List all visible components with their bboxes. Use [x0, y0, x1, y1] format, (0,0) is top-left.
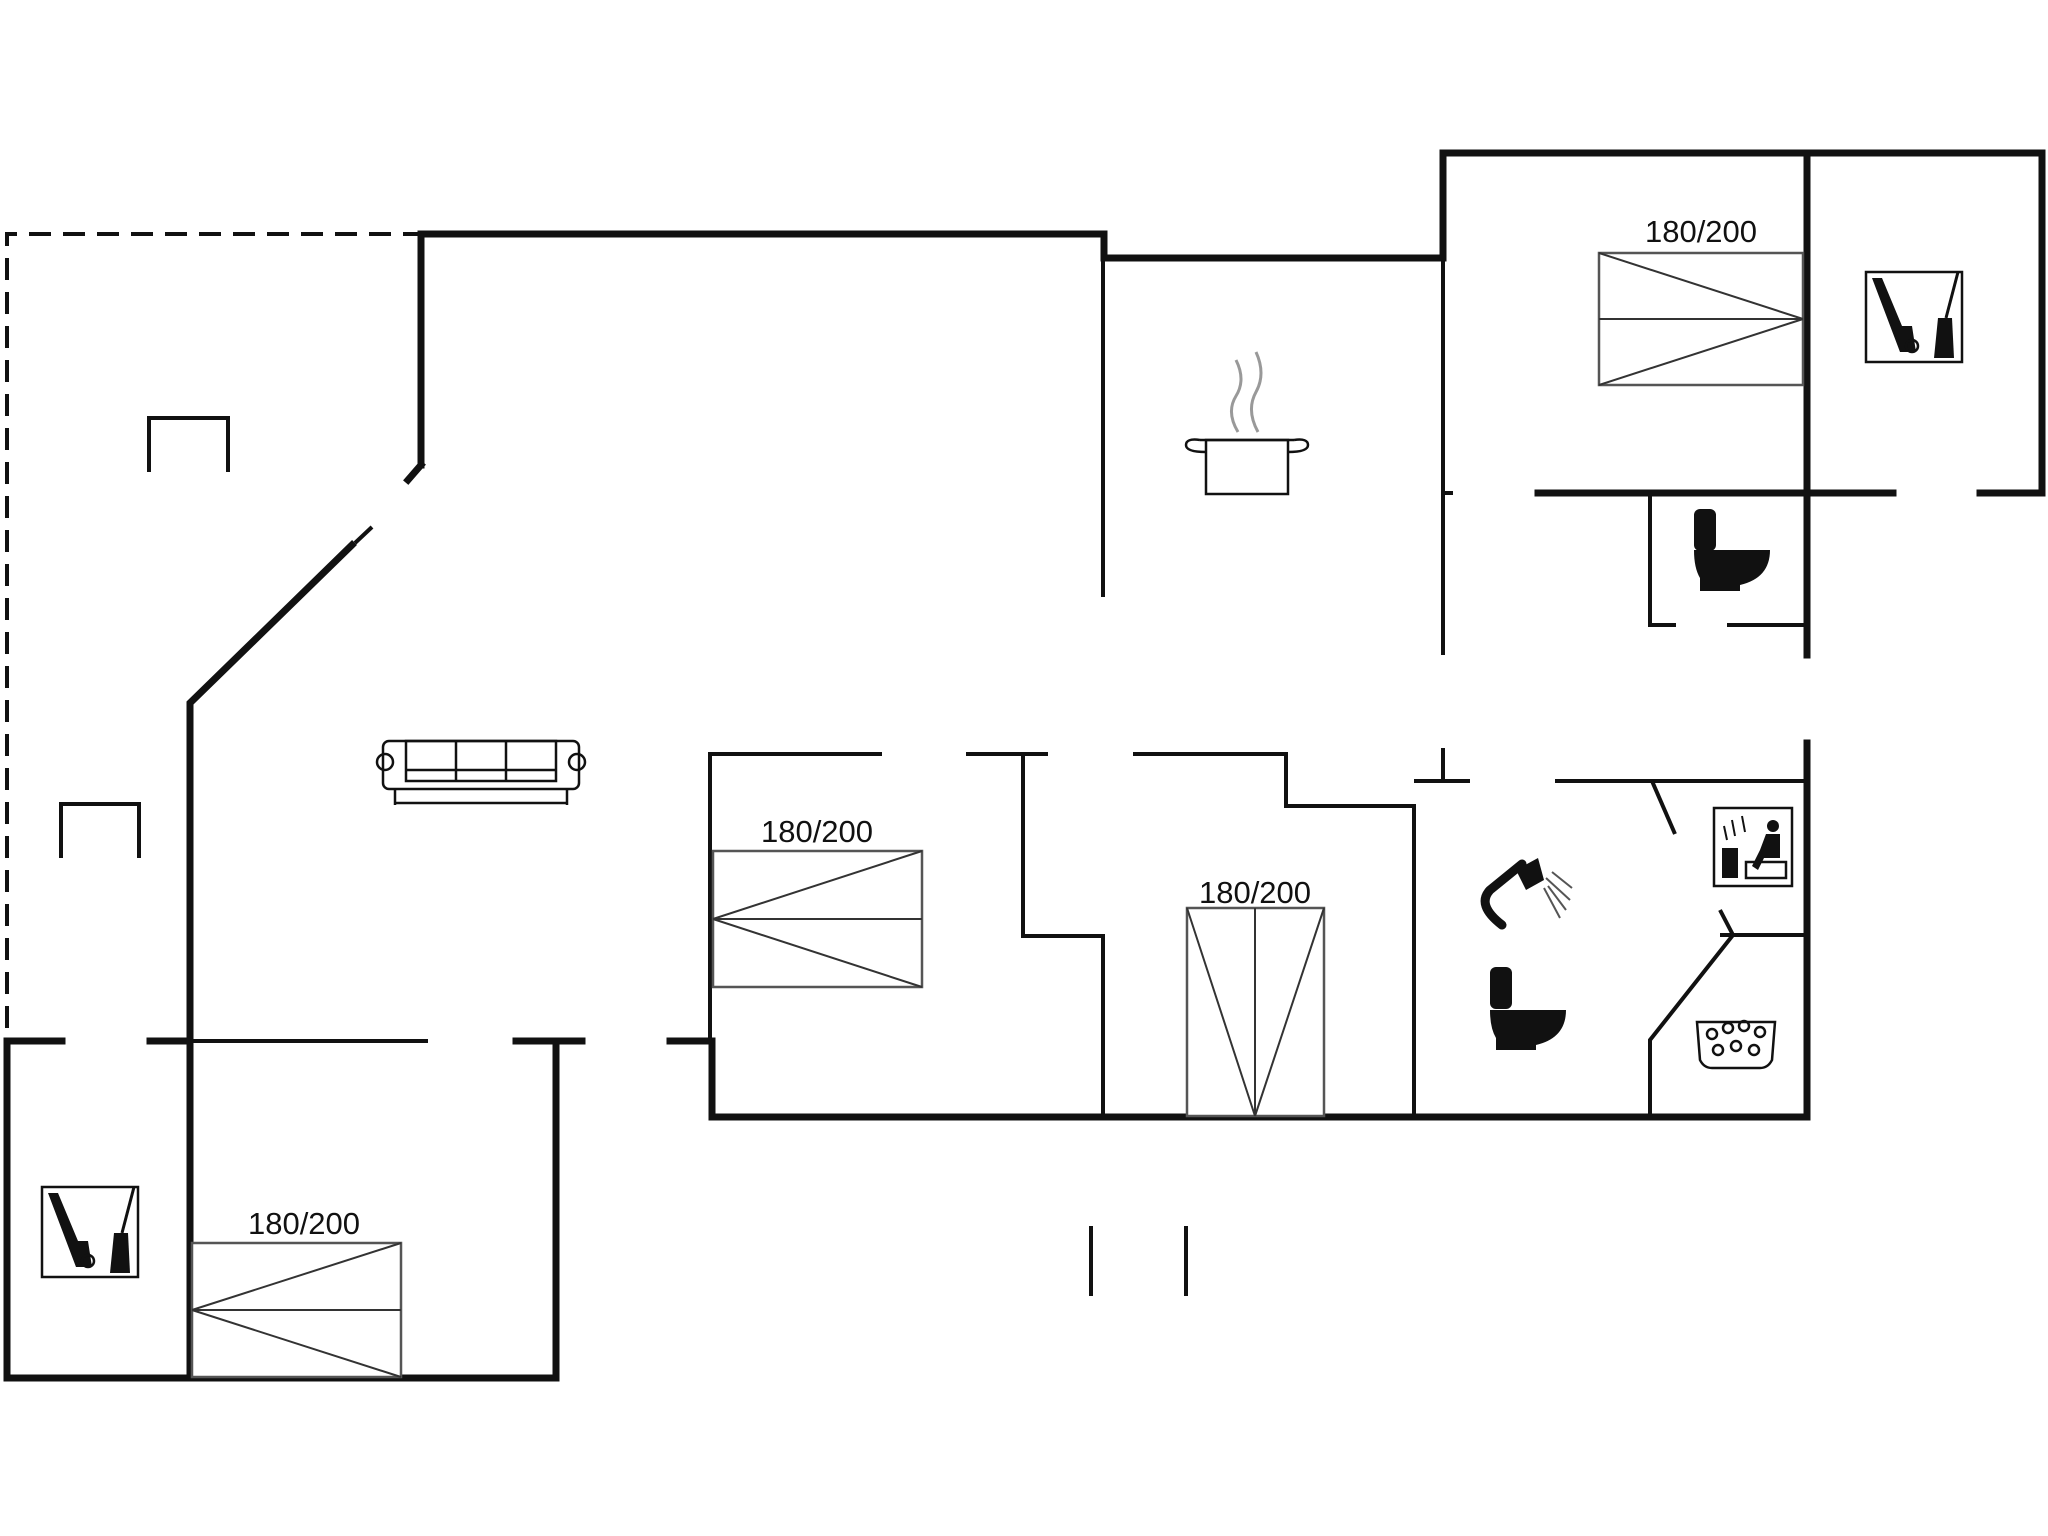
wall-diagonal-west [186, 540, 357, 1382]
cleaning-utility-icon [1864, 270, 1964, 364]
door-jamb [353, 525, 374, 545]
bed-center-left: 180/200 [711, 814, 924, 989]
sauna-door [1650, 780, 1677, 835]
toilet-icon [1490, 967, 1566, 1050]
bed-size-label: 180/200 [761, 814, 873, 849]
bedroom-center-left-wall [708, 752, 882, 1041]
kitchen-pot-icon [1184, 351, 1310, 496]
fireplace-icon [147, 416, 230, 472]
corridor-wall-b [1021, 754, 1105, 1117]
sofa-icon [375, 739, 587, 805]
toilet-wall-left [1648, 493, 1676, 627]
bed-bottom-left: 180/200 [190, 1206, 403, 1379]
bed-top-right: 180/200 [1597, 214, 1805, 387]
wall-diagonal-stub [403, 460, 426, 485]
terrace-outline [5, 232, 425, 1040]
whirlpool-icon [1695, 1019, 1777, 1070]
bed-size-label: 180/200 [1199, 875, 1311, 910]
cleaning-utility-icon [40, 1185, 140, 1279]
shower-icon [1480, 858, 1573, 930]
bed-size-label: 180/200 [248, 1206, 360, 1241]
toilet-icon [1694, 509, 1770, 591]
spa-wall [1648, 909, 1736, 1117]
bed-center: 180/200 [1185, 875, 1326, 1118]
bed-size-label: 180/200 [1645, 214, 1757, 249]
sauna-icon [1712, 806, 1794, 888]
fireplace-icon [59, 802, 141, 858]
center-bedroom-wall [1133, 752, 1416, 1117]
